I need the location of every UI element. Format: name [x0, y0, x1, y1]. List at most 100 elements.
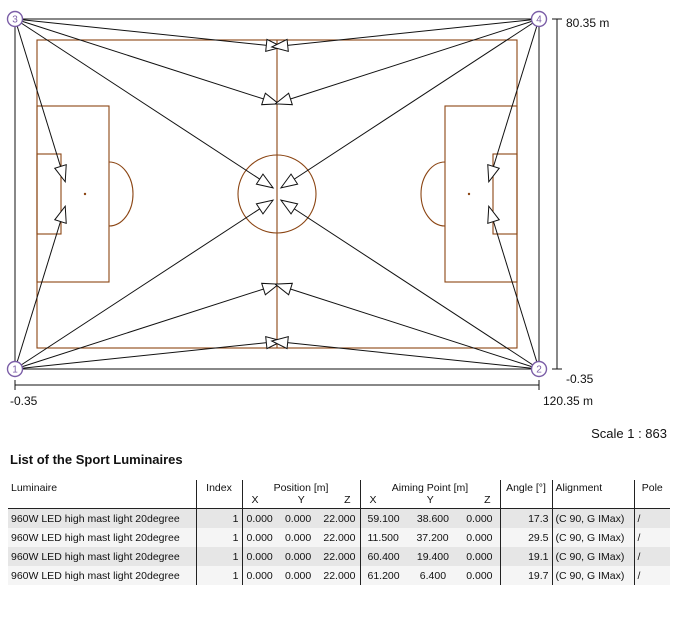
poles: 1 2 3 4 [6, 10, 548, 378]
scale-label: Scale 1 : 863 [591, 426, 667, 441]
aiming-beam [14, 340, 283, 370]
aiming-beam [275, 18, 540, 105]
header-x: X [369, 494, 377, 506]
dim-top-label: 80.35 m [566, 16, 610, 30]
cell-aim-z: 0.000 [466, 531, 493, 544]
cell-pos-x: 0.000 [246, 569, 273, 582]
cell-aim-z: 0.000 [466, 550, 493, 563]
cell-pole: / [633, 528, 670, 547]
aiming-beam [14, 18, 279, 105]
cell-aim-x: 11.500 [367, 531, 399, 544]
cell-aim-x: 60.400 [367, 550, 400, 563]
left-penalty-spot [83, 192, 87, 196]
cell-index: 1 [195, 528, 242, 547]
pole-marker [6, 10, 24, 28]
cell-luminaire: 960W LED high mast light 20degree [8, 547, 196, 566]
aiming-beam [14, 18, 274, 189]
header-position: Position [m] X Y Z [241, 480, 360, 509]
left-penalty-arc [108, 161, 134, 227]
cell-aiming: 60.400 19.400 0.000 [359, 547, 500, 566]
aiming-arrowhead [270, 336, 289, 350]
cell-luminaire: 960W LED high mast light 20degree [8, 566, 196, 585]
header-alignment: Alignment [551, 480, 634, 509]
header-pole: Pole [633, 480, 670, 509]
cell-pos-y: 0.000 [284, 569, 312, 582]
right-penalty-area [444, 105, 518, 283]
table-header-row: Luminaire Index Position [m] X Y Z Aimin… [8, 480, 670, 509]
aiming-arrowhead [270, 38, 289, 52]
cell-alignment: (C 90, G IMax) [551, 566, 634, 585]
pole-number: 3 [12, 15, 18, 26]
right-penalty-arc [420, 161, 446, 227]
cell-luminaire: 960W LED high mast light 20degree [8, 528, 196, 547]
aiming-arrowhead [265, 336, 284, 350]
aiming-arrowhead [53, 164, 67, 184]
header-x: X [251, 494, 259, 506]
cell-aim-x: 59.100 [367, 512, 400, 525]
cell-alignment: (C 90, G IMax) [551, 508, 634, 528]
cell-alignment: (C 90, G IMax) [551, 528, 634, 547]
cell-angle: 17.3 [499, 508, 552, 528]
left-penalty-area [36, 105, 110, 283]
aiming-beam [271, 340, 540, 370]
aiming-arrowhead [487, 164, 501, 184]
aiming-arrowhead [255, 173, 275, 189]
pole-marker [530, 360, 548, 378]
header-position-label: Position [m] [273, 482, 329, 494]
header-aiming-label: Aiming Point [m] [391, 482, 469, 494]
header-aiming: Aiming Point [m] X Y Z [359, 480, 500, 509]
cell-position: 0.000 0.000 22.000 [241, 566, 360, 585]
cell-luminaire: 960W LED high mast light 20degree [8, 508, 196, 528]
cell-angle: 29.5 [499, 528, 552, 547]
right-penalty-spot [467, 192, 471, 196]
aiming-arrowhead [260, 92, 281, 106]
pole-number: 1 [12, 365, 18, 376]
header-z: Z [484, 494, 491, 506]
outer-boundary [14, 18, 540, 370]
aiming-arrowhead [255, 199, 275, 215]
cell-pos-x: 0.000 [246, 531, 273, 544]
aiming-arrowhead [487, 204, 501, 224]
lighting-plan: 1 2 3 4 [6, 10, 562, 390]
dim-left-x-label: -0.35 [10, 394, 38, 408]
cell-angle: 19.1 [499, 547, 552, 566]
aiming-beam [14, 206, 66, 370]
header-y: Y [426, 494, 434, 506]
pole-number: 2 [536, 365, 542, 376]
cell-aim-x: 61.200 [367, 569, 400, 582]
cell-index: 1 [195, 508, 242, 528]
aiming-arrowhead [260, 282, 281, 296]
header-luminaire: Luminaire [8, 480, 196, 509]
pole-number: 4 [536, 15, 542, 26]
cell-aim-y: 19.400 [416, 550, 449, 563]
header-aiming-axes: X Y Z [364, 494, 497, 506]
pole-marker [530, 10, 548, 28]
dim-right-x-label: 120.35 m [543, 394, 594, 408]
left-goal-area [36, 153, 62, 235]
dimension-lines [14, 18, 562, 390]
aiming-beam [14, 283, 279, 370]
cell-pos-z: 22.000 [323, 569, 356, 582]
cell-pole: / [633, 566, 670, 585]
aiming-beam [271, 18, 540, 48]
aiming-beam [14, 18, 66, 182]
cell-aim-y: 6.400 [419, 569, 447, 582]
center-circle [237, 154, 317, 234]
aiming-beam [280, 18, 540, 189]
aiming-beam [280, 199, 540, 370]
cell-pos-z: 22.000 [323, 531, 356, 544]
cell-pos-z: 22.000 [323, 550, 356, 563]
cell-aim-y: 37.200 [416, 531, 449, 544]
aiming-arrowhead [265, 38, 284, 52]
aiming-beam [14, 199, 274, 370]
aiming-beam [488, 18, 540, 182]
cell-pos-y: 0.000 [284, 512, 312, 525]
cell-aiming: 11.500 37.200 0.000 [359, 528, 500, 547]
